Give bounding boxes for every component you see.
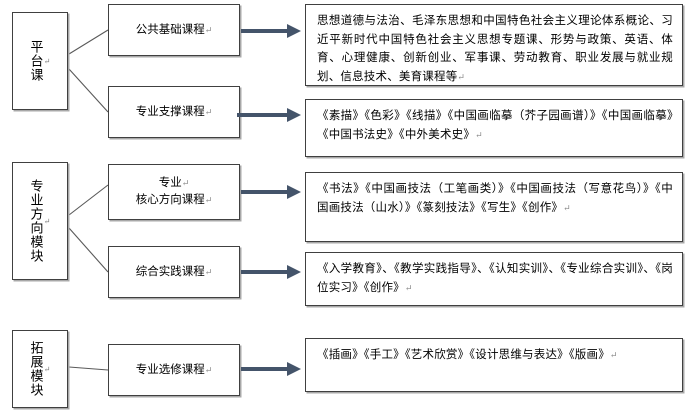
category-box-major-elective[interactable]: 专业选修课程↵ (108, 344, 240, 396)
arrow-shaft-major-support (237, 113, 289, 117)
pilcrow-mark: ↵ (457, 71, 466, 82)
pilcrow-mark: ↵ (204, 24, 213, 35)
category-label-line: 专业支撑课程 (135, 105, 205, 118)
pilcrow-mark: ↵ (475, 129, 483, 140)
arrow-head-major-support (287, 108, 301, 122)
arrow-head-public-basic (287, 24, 301, 38)
arrow-head-practice (287, 265, 301, 279)
category-box-public-basic[interactable]: 公共基础课程↵ (108, 4, 240, 56)
arrow-shaft-major-core (241, 190, 289, 194)
group-box-major-direction[interactable]: 专业方向模块 ↵ (12, 162, 68, 280)
pilcrow-mark: ↵ (42, 364, 52, 374)
pilcrow-mark: ↵ (204, 364, 213, 375)
connector-platform-to-major-support (68, 68, 109, 113)
category-box-comprehensive-practice[interactable]: 综合实践课程↵ (108, 246, 240, 298)
category-label-line: 专业 (158, 177, 182, 190)
category-label-line: 专业选修课程 (135, 363, 205, 376)
pilcrow-mark: ↵ (204, 266, 213, 277)
course-list-practice[interactable]: 《入学教育》、《教学实践指导》、《认知实训》、《专业综合实训》、《岗位实习》《创… (305, 252, 683, 306)
pilcrow-mark: ↵ (181, 178, 190, 189)
connector-direction-to-core (68, 184, 109, 216)
pilcrow-mark: ↵ (204, 195, 213, 205)
category-label-line: 公共基础课程 (135, 23, 205, 36)
category-label-line: 综合实践课程 (135, 265, 205, 278)
group-label-platform: 平台课 (28, 40, 44, 82)
pilcrow-mark: ↵ (563, 202, 571, 213)
arrow-shaft-elective (241, 367, 289, 371)
category-box-major-support[interactable]: 专业支撑课程↵ (108, 86, 240, 138)
pilcrow-mark: ↵ (204, 106, 213, 117)
group-label-extension: 拓展模块 (28, 341, 44, 397)
course-list-text: 《素描》《色彩》《线描》《中国画临摹（芥子园画谱）》《中国画临摹》《中国书法史》… (317, 110, 673, 141)
course-list-text: 思想道德与法治、毛泽东思想和中国特色社会主义理论体系概论、习近平新时代中国特色社… (317, 15, 673, 83)
category-box-major-core-direction[interactable]: 专业↵ 核心方向课程↵ (108, 164, 240, 220)
connector-direction-to-practice (68, 227, 109, 273)
course-list-text: 《插画》《手工》《艺术欣赏》《设计思维与表达》《版画》 (317, 349, 610, 361)
arrow-head-elective (287, 362, 301, 376)
course-list-elective[interactable]: 《插画》《手工》《艺术欣赏》《设计思维与表达》《版画》↵ (305, 338, 683, 392)
category-label-line: 核心方向课程 (135, 194, 205, 206)
pilcrow-mark: ↵ (609, 350, 618, 360)
arrow-head-major-core (287, 185, 301, 199)
arrow-shaft-public-basic (241, 29, 289, 33)
group-box-extension[interactable]: 拓展模块 ↵ (12, 330, 68, 408)
course-list-major-support[interactable]: 《素描》《色彩》《线描》《中国画临摹（芥子园画谱）》《中国画临摹》《中国书法史》… (305, 99, 683, 157)
group-label-major-direction: 专业方向模块 (28, 179, 44, 263)
course-list-public-basic[interactable]: 思想道德与法治、毛泽东思想和中国特色社会主义理论体系概论、习近平新时代中国特色社… (305, 4, 683, 86)
connector-extension-to-elective (68, 366, 109, 371)
pilcrow-mark: ↵ (42, 56, 52, 66)
pilcrow-mark: ↵ (42, 216, 52, 226)
arrow-shaft-practice (241, 270, 289, 274)
connector-platform-to-public-basic (68, 29, 109, 55)
pilcrow-mark: ↵ (404, 282, 413, 293)
course-list-text: 《入学教育》、《教学实践指导》、《认知实训》、《专业综合实训》、《岗位实习》《创… (317, 263, 673, 294)
course-list-text: 《书法》《中国画技法（工笔画类）》《中国画技法（写意花鸟）》《中国画技法（山水）… (317, 183, 673, 214)
course-list-major-core[interactable]: 《书法》《中国画技法（工笔画类）》《中国画技法（写意花鸟）》《中国画技法（山水）… (305, 172, 683, 242)
group-box-platform[interactable]: 平台课 ↵ (12, 12, 68, 110)
